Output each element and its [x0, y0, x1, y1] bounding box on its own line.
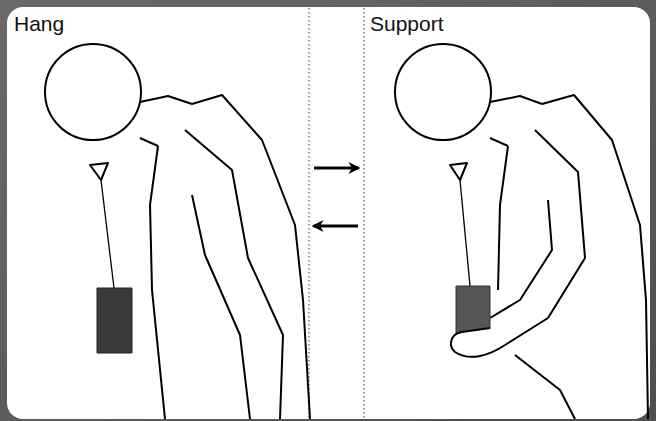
chin: [450, 163, 467, 180]
panel: Support: [364, 8, 648, 418]
arm-outline: [192, 195, 250, 419]
back-outline: [192, 95, 310, 419]
arm-outline: [490, 200, 552, 318]
support-figure: [395, 44, 648, 419]
arm-outline: [185, 130, 283, 419]
neck: [490, 138, 508, 146]
transition-arrow: [314, 167, 358, 170]
arm-outline: [505, 130, 585, 345]
neck: [140, 138, 158, 146]
panel: Hang: [8, 8, 308, 418]
head: [45, 44, 141, 140]
hang-figure: [45, 44, 310, 419]
panel-label: Support: [370, 12, 642, 36]
divider-line: [308, 8, 309, 419]
lanyard: [101, 180, 114, 288]
head: [395, 44, 491, 140]
neck: [140, 96, 192, 104]
torso-front: [150, 146, 165, 419]
lanyard: [460, 180, 470, 286]
transition-arrow: [314, 225, 358, 228]
torso-lower: [515, 355, 575, 419]
torso-front: [498, 146, 508, 290]
panel-label: Hang: [14, 12, 302, 36]
back-outline: [542, 95, 648, 419]
neck: [490, 96, 542, 104]
phone: [97, 288, 132, 353]
hands: [451, 328, 505, 357]
panel-background: [7, 7, 650, 419]
chin: [90, 163, 108, 180]
divider-line: [363, 8, 364, 419]
